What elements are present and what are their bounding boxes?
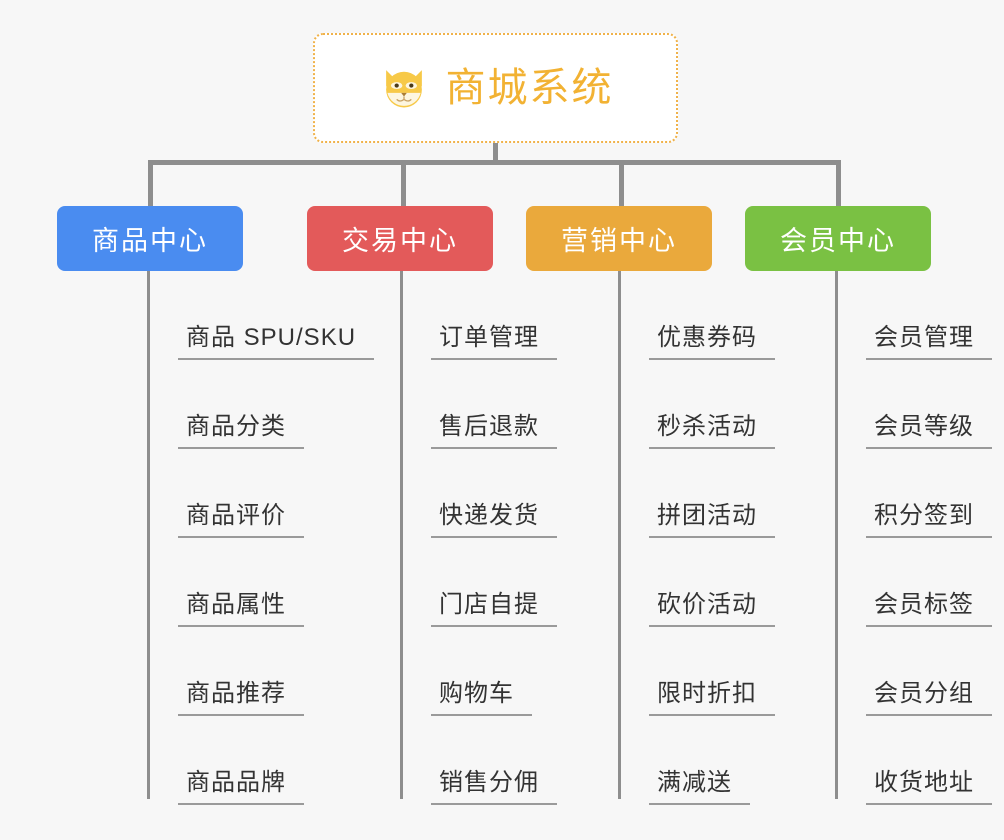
leaf-item-label: 快递发货 [431, 502, 557, 538]
leaf-item[interactable]: 商品 SPU/SKU [147, 271, 375, 360]
root-node-label: 商城系统 [445, 66, 614, 110]
leaf-item[interactable]: 拼团活动 [618, 449, 775, 538]
leaf-item-label: 销售分佣 [431, 769, 557, 805]
shiba-dog-icon [385, 70, 422, 110]
connector-root-vertical [493, 143, 498, 163]
leaf-item-label: 订单管理 [431, 324, 557, 360]
leaf-item[interactable]: 商品品牌 [147, 716, 374, 805]
branch-header-会员中心[interactable]: 会员中心 [745, 206, 931, 271]
leaf-item-label: 购物车 [431, 680, 532, 716]
leaf-item[interactable]: 快递发货 [400, 449, 557, 538]
leaf-item-label: 优惠券码 [649, 324, 775, 360]
leaf-item-label: 商品分类 [178, 413, 304, 449]
leaf-item[interactable]: 积分签到 [835, 449, 992, 538]
leaf-item[interactable]: 砍价活动 [618, 538, 775, 627]
branch-items-会员中心: 会员管理 会员等级 积分签到 会员标签 会员分组 收货地址 [835, 271, 992, 805]
leaf-item-label: 会员管理 [866, 324, 992, 360]
branch-items-营销中心: 优惠券码 秒杀活动 拼团活动 砍价活动 限时折扣 满减送 [618, 271, 775, 805]
leaf-item[interactable]: 收货地址 [835, 716, 992, 805]
branch-header-label: 营销中心 [561, 226, 677, 256]
leaf-item[interactable]: 商品推荐 [147, 627, 374, 716]
leaf-item-label: 商品品牌 [178, 769, 304, 805]
leaf-item-label: 门店自提 [431, 591, 557, 627]
leaf-item-label: 会员标签 [866, 591, 992, 627]
leaf-item-label: 商品 SPU/SKU [178, 324, 375, 360]
connector-drop-1 [148, 160, 153, 208]
leaf-item[interactable]: 购物车 [400, 627, 557, 716]
branch-header-营销中心[interactable]: 营销中心 [526, 206, 712, 271]
leaf-item-label: 会员等级 [866, 413, 992, 449]
branch-header-label: 交易中心 [342, 226, 458, 256]
leaf-item-label: 砍价活动 [649, 591, 775, 627]
leaf-item[interactable]: 会员标签 [835, 538, 992, 627]
branch-items-商品中心: 商品 SPU/SKU 商品分类 商品评价 商品属性 商品推荐 商品品牌 [147, 271, 375, 805]
leaf-item-label: 商品评价 [178, 502, 304, 538]
leaf-item[interactable]: 会员管理 [835, 271, 992, 360]
branch-header-商品中心[interactable]: 商品中心 [57, 206, 243, 271]
leaf-item[interactable]: 销售分佣 [400, 716, 557, 805]
leaf-item[interactable]: 会员等级 [835, 360, 992, 449]
branch-items-交易中心: 订单管理 售后退款 快递发货 门店自提 购物车 销售分佣 [400, 271, 557, 805]
leaf-item[interactable]: 秒杀活动 [618, 360, 775, 449]
leaf-item[interactable]: 商品属性 [147, 538, 374, 627]
leaf-item[interactable]: 满减送 [618, 716, 775, 805]
leaf-item-label: 售后退款 [431, 413, 557, 449]
connector-horizontal-bus [148, 160, 838, 165]
leaf-item[interactable]: 会员分组 [835, 627, 992, 716]
leaf-item-label: 商品属性 [178, 591, 304, 627]
leaf-item-label: 会员分组 [866, 680, 992, 716]
leaf-item[interactable]: 商品分类 [147, 360, 374, 449]
branch-spine [835, 271, 838, 799]
root-node-商城系统[interactable]: 商城系统 [313, 33, 678, 143]
leaf-item-label: 秒杀活动 [649, 413, 775, 449]
leaf-item-label: 满减送 [649, 769, 750, 805]
branch-spine [147, 271, 150, 799]
branch-header-label: 会员中心 [780, 226, 896, 256]
connector-drop-4 [836, 160, 841, 208]
leaf-item-label: 积分签到 [866, 502, 992, 538]
leaf-item[interactable]: 门店自提 [400, 538, 557, 627]
leaf-item[interactable]: 订单管理 [400, 271, 557, 360]
branch-header-label: 商品中心 [92, 226, 208, 256]
branch-spine [400, 271, 403, 799]
connector-drop-2 [401, 160, 406, 208]
leaf-item[interactable]: 限时折扣 [618, 627, 775, 716]
leaf-item-label: 收货地址 [866, 769, 992, 805]
leaf-item-label: 商品推荐 [178, 680, 304, 716]
branch-spine [618, 271, 621, 799]
connector-drop-3 [619, 160, 624, 208]
leaf-item[interactable]: 优惠券码 [618, 271, 775, 360]
leaf-item-label: 限时折扣 [649, 680, 775, 716]
leaf-item[interactable]: 售后退款 [400, 360, 557, 449]
leaf-item-label: 拼团活动 [649, 502, 775, 538]
leaf-item[interactable]: 商品评价 [147, 449, 374, 538]
branch-header-交易中心[interactable]: 交易中心 [307, 206, 493, 271]
